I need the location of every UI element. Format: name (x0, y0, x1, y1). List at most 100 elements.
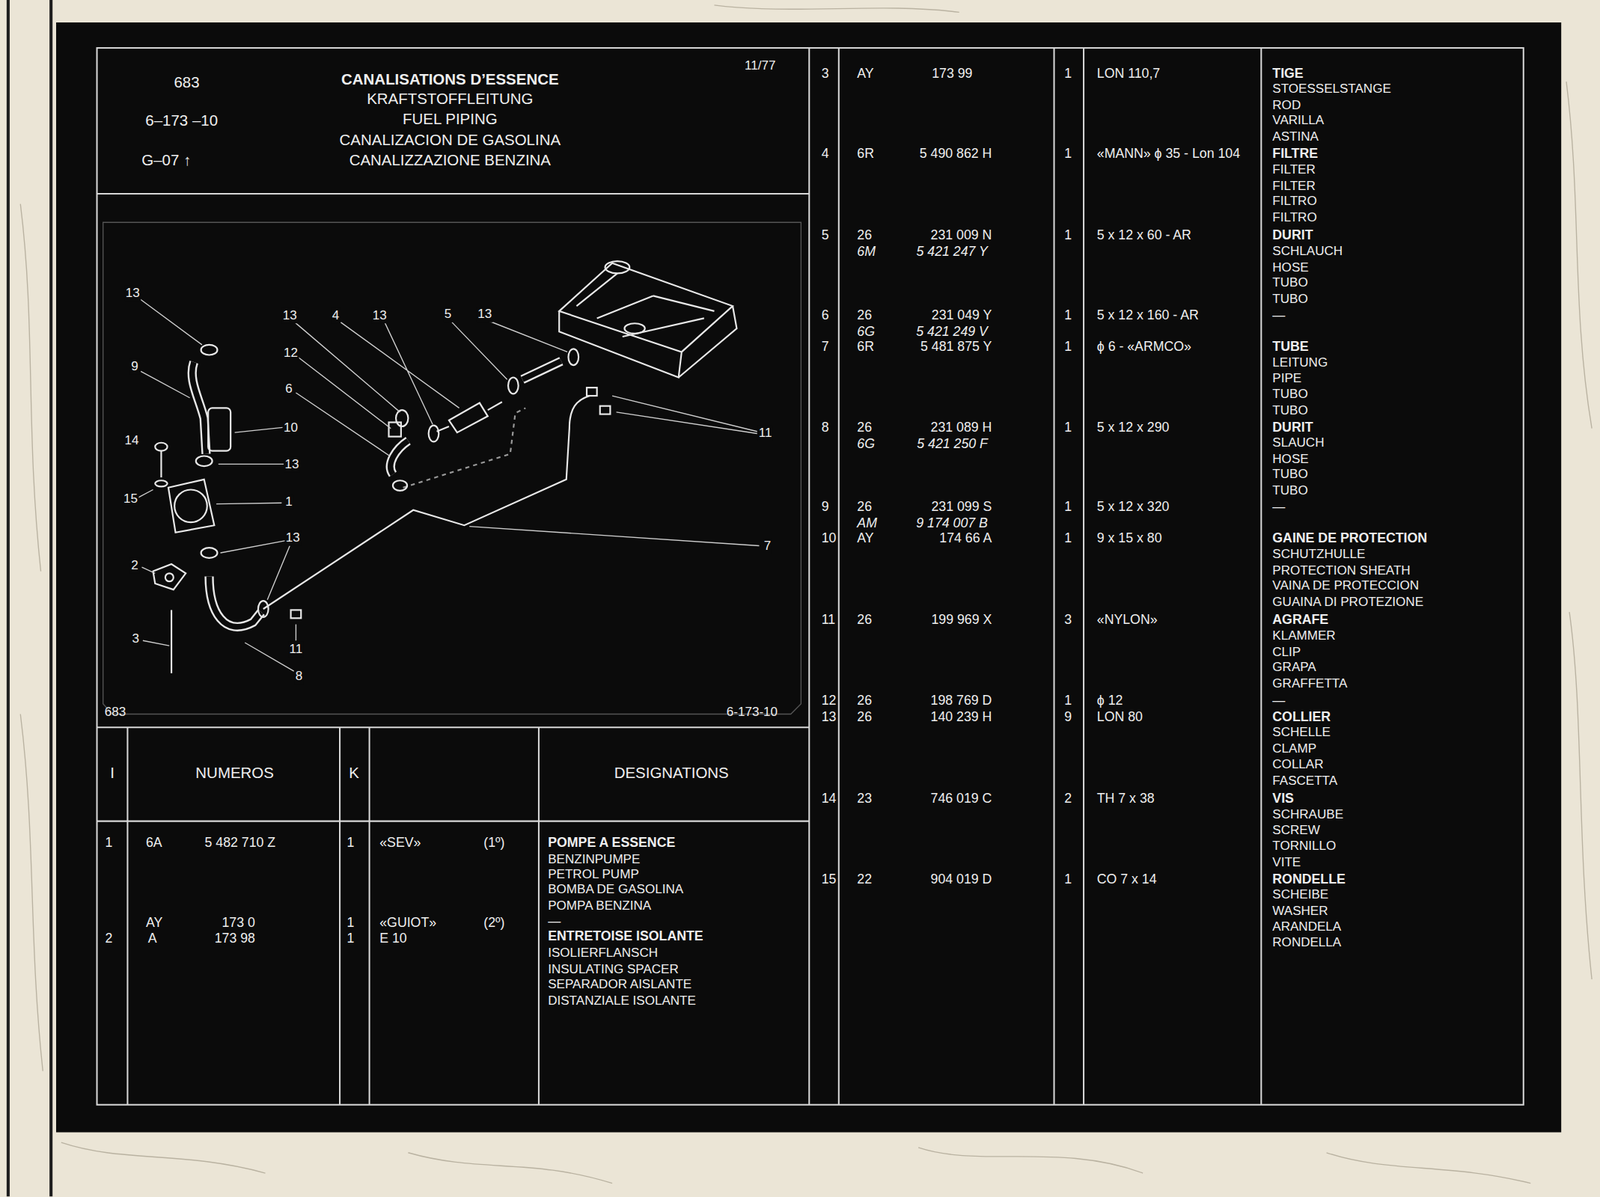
table-cell: TUBO (1272, 291, 1308, 307)
table-cell: 1 (1064, 307, 1072, 324)
table-rules (97, 47, 1262, 1106)
clamp (201, 344, 218, 356)
table-cell: «MANN» ϕ 35 - Lon 104 (1097, 145, 1241, 162)
table-cell: SCHUTZHULLE (1272, 547, 1366, 563)
table-cell: 173 98 (214, 930, 256, 947)
table-cell: LEITUNG (1272, 355, 1328, 371)
table-cell: GRAPA (1272, 660, 1316, 676)
callout-number: 1 (284, 494, 294, 510)
table-cell: — (1272, 693, 1285, 709)
fuel-tank (559, 263, 737, 378)
table-cell: 5 490 862 H (919, 145, 993, 162)
screw (160, 451, 162, 478)
table-cell: 5 421 247 Y (916, 243, 988, 260)
table-cell: 5 x 12 x 60 - AR (1097, 227, 1192, 244)
table-cell: 5 481 875 Y (920, 339, 992, 355)
callout-number: 14 (123, 433, 140, 449)
hose-inner (192, 361, 562, 628)
table-cell: TUBO (1272, 483, 1308, 499)
table-cell: GUAINA DI PROTEZIONE (1272, 594, 1424, 610)
table-cell: 26 (856, 612, 872, 628)
table-cell: 26 (856, 709, 872, 726)
callout-number: 9 (130, 358, 140, 374)
clamp (258, 600, 269, 618)
table-cell: 7 (821, 339, 830, 355)
table-cell: ISOLIERFLANSCH (547, 945, 658, 961)
table-cell: HOSE (1272, 259, 1309, 275)
filter (437, 401, 503, 433)
table-cell: 5 482 710 Z (205, 835, 277, 851)
black-panel (56, 22, 1562, 1134)
table-cell: AY (856, 530, 874, 547)
table-cell: 746 019 C (930, 791, 993, 807)
table-cell: PETROL PUMP (547, 866, 640, 882)
table-cell: WASHER (1272, 904, 1328, 919)
callout-number: 11 (757, 425, 773, 441)
callout-number: 4 (330, 307, 340, 323)
table-cell: 8 (821, 419, 830, 436)
table-cell: 1 (1064, 692, 1072, 709)
column-header: I (110, 764, 115, 783)
callout-number: 11 (288, 641, 304, 657)
table-cell: ASTINA (1272, 129, 1319, 145)
table-cell: INSULATING SPACER (547, 961, 679, 977)
model-code: G–07 ↑ (141, 151, 191, 170)
table-cell: (1º) (483, 835, 505, 851)
table-cell: 904 019 D (930, 871, 993, 888)
table-cell: FILTRO (1272, 210, 1317, 226)
table-cell: 6M (856, 243, 876, 260)
table-cell: VITE (1272, 854, 1301, 870)
washer (154, 480, 167, 487)
table-cell: 5 x 12 x 290 (1097, 419, 1170, 436)
spacer-hole (165, 573, 174, 582)
callout-number: 8 (294, 669, 304, 685)
table-cell: «GUIOT» (379, 915, 437, 931)
table-cell: 1 (1064, 145, 1072, 162)
table-cell: «NYLON» (1097, 612, 1158, 628)
table-cell: 26 (856, 499, 872, 515)
callout-number: 13 (124, 285, 141, 301)
table-cell: 1 (347, 930, 355, 947)
table-cell: 140 239 H (930, 709, 993, 726)
table-cell: FASCETTA (1272, 773, 1338, 789)
table-cell: ROD (1272, 97, 1301, 113)
table-cell: 5 421 249 V (915, 323, 988, 340)
table-cell: 10 (821, 530, 837, 547)
table-cell: — (1272, 499, 1285, 515)
callout-number: 5 (443, 306, 453, 322)
table-cell: 5 x 12 x 320 (1097, 499, 1170, 515)
clamp (508, 377, 519, 395)
figure-code: 683 (104, 704, 126, 720)
table-cell: 198 769 D (930, 692, 993, 709)
table-cell: TORNILLO (1272, 838, 1336, 854)
table-cell: 23 (856, 791, 872, 807)
callout-number: 15 (122, 491, 140, 507)
table-cell: (2º) (483, 915, 505, 931)
table-cell: 15 (821, 871, 837, 888)
fuel-pipe (263, 395, 590, 610)
table-cell: 3 (1064, 612, 1072, 628)
table-cell: KLAMMER (1272, 628, 1336, 644)
table-cell: SCHEIBE (1272, 887, 1329, 903)
heading: KRAFTSTOFFLEITUNG (366, 89, 533, 109)
table-cell: 6G (856, 435, 875, 452)
table-cell: 22 (856, 871, 872, 888)
table-cell: SLAUCH (1272, 435, 1324, 451)
push-rod (170, 609, 173, 674)
callout-number: 12 (282, 345, 300, 361)
table-cell: 1 (1064, 419, 1072, 436)
sleeve (389, 422, 402, 437)
spacer (153, 564, 187, 590)
table-cell: SCHRAUBE (1272, 807, 1344, 823)
leader-lines (137, 299, 759, 673)
table-cell: CLIP (1272, 644, 1301, 660)
clamp (428, 425, 440, 443)
table-cell: TUBE (1272, 339, 1309, 355)
table-cell: 199 969 X (931, 612, 993, 628)
group-code: 6–173 –10 (145, 111, 218, 131)
table-cell: 174 66 A (939, 530, 992, 547)
table-cell: 1 (347, 915, 355, 931)
callout-number: 13 (284, 529, 301, 545)
pump-body (174, 489, 208, 523)
